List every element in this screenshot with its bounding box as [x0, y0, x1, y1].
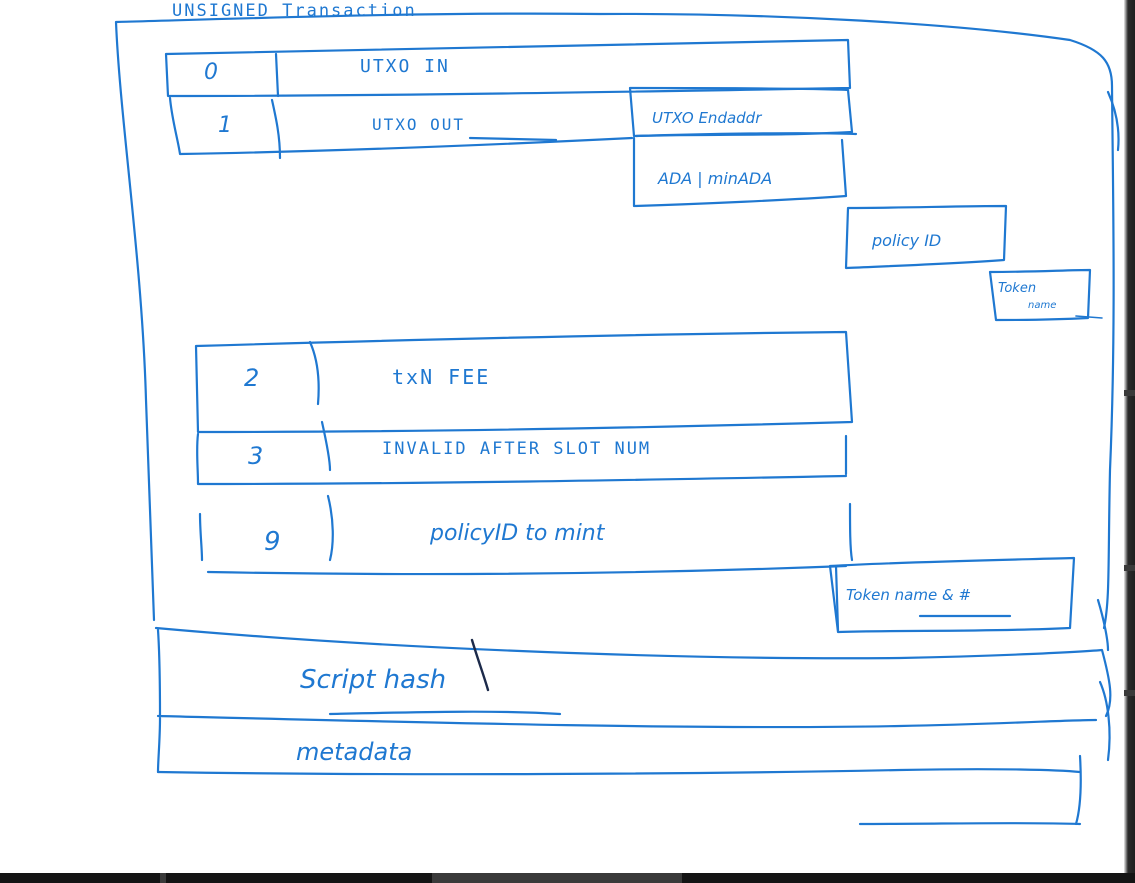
row-2: 2 txN FEE: [194, 330, 854, 434]
row-label: INVALID AFTER SLOT NUM: [382, 439, 651, 459]
utxo-out-address-box: UTXO Endaddr: [628, 86, 858, 138]
bottom-bar: [0, 873, 1135, 883]
transaction-outer-box: [114, 12, 1115, 630]
row-index: 3: [248, 442, 263, 470]
row-label: txN FEE: [392, 365, 490, 389]
window-edge: [1124, 0, 1135, 883]
row-label: UTXO OUT: [372, 115, 465, 134]
token-label-line1: Token: [998, 281, 1036, 296]
utxo-out-ada-box: ADA | minADA: [632, 136, 848, 208]
utxo-address-label: UTXO Endaddr: [652, 109, 762, 127]
row-9: 9 policyID to mint: [198, 494, 854, 576]
script-hash-section: Script hash: [154, 626, 1112, 718]
row-index: 9: [264, 527, 281, 557]
script-hash-label: Script hash: [300, 665, 446, 695]
row-index: 0: [204, 60, 218, 85]
row-index: 1: [218, 113, 232, 138]
row-1: 1 UTXO OUT: [168, 96, 634, 160]
ada-label: ADA | minADA: [657, 169, 772, 188]
mint-token-box: Token name & #: [828, 556, 1076, 634]
token-label-line2: name: [1028, 300, 1056, 311]
policy-id-box: policy ID: [844, 204, 1008, 270]
row-index: 2: [244, 364, 259, 392]
token-name-box: Token name: [988, 268, 1103, 322]
row-label: UTXO IN: [360, 56, 450, 77]
row-3: 3 INVALID AFTER SLOT NUM: [196, 420, 848, 486]
token-name-qty-label: Token name & #: [846, 586, 971, 604]
metadata-section: metadata: [156, 714, 1098, 826]
row-label: policyID to mint: [429, 521, 606, 546]
row-0: 0 UTXO IN: [164, 38, 852, 98]
policy-id-label: policy ID: [871, 231, 941, 250]
metadata-label: metadata: [296, 738, 412, 766]
